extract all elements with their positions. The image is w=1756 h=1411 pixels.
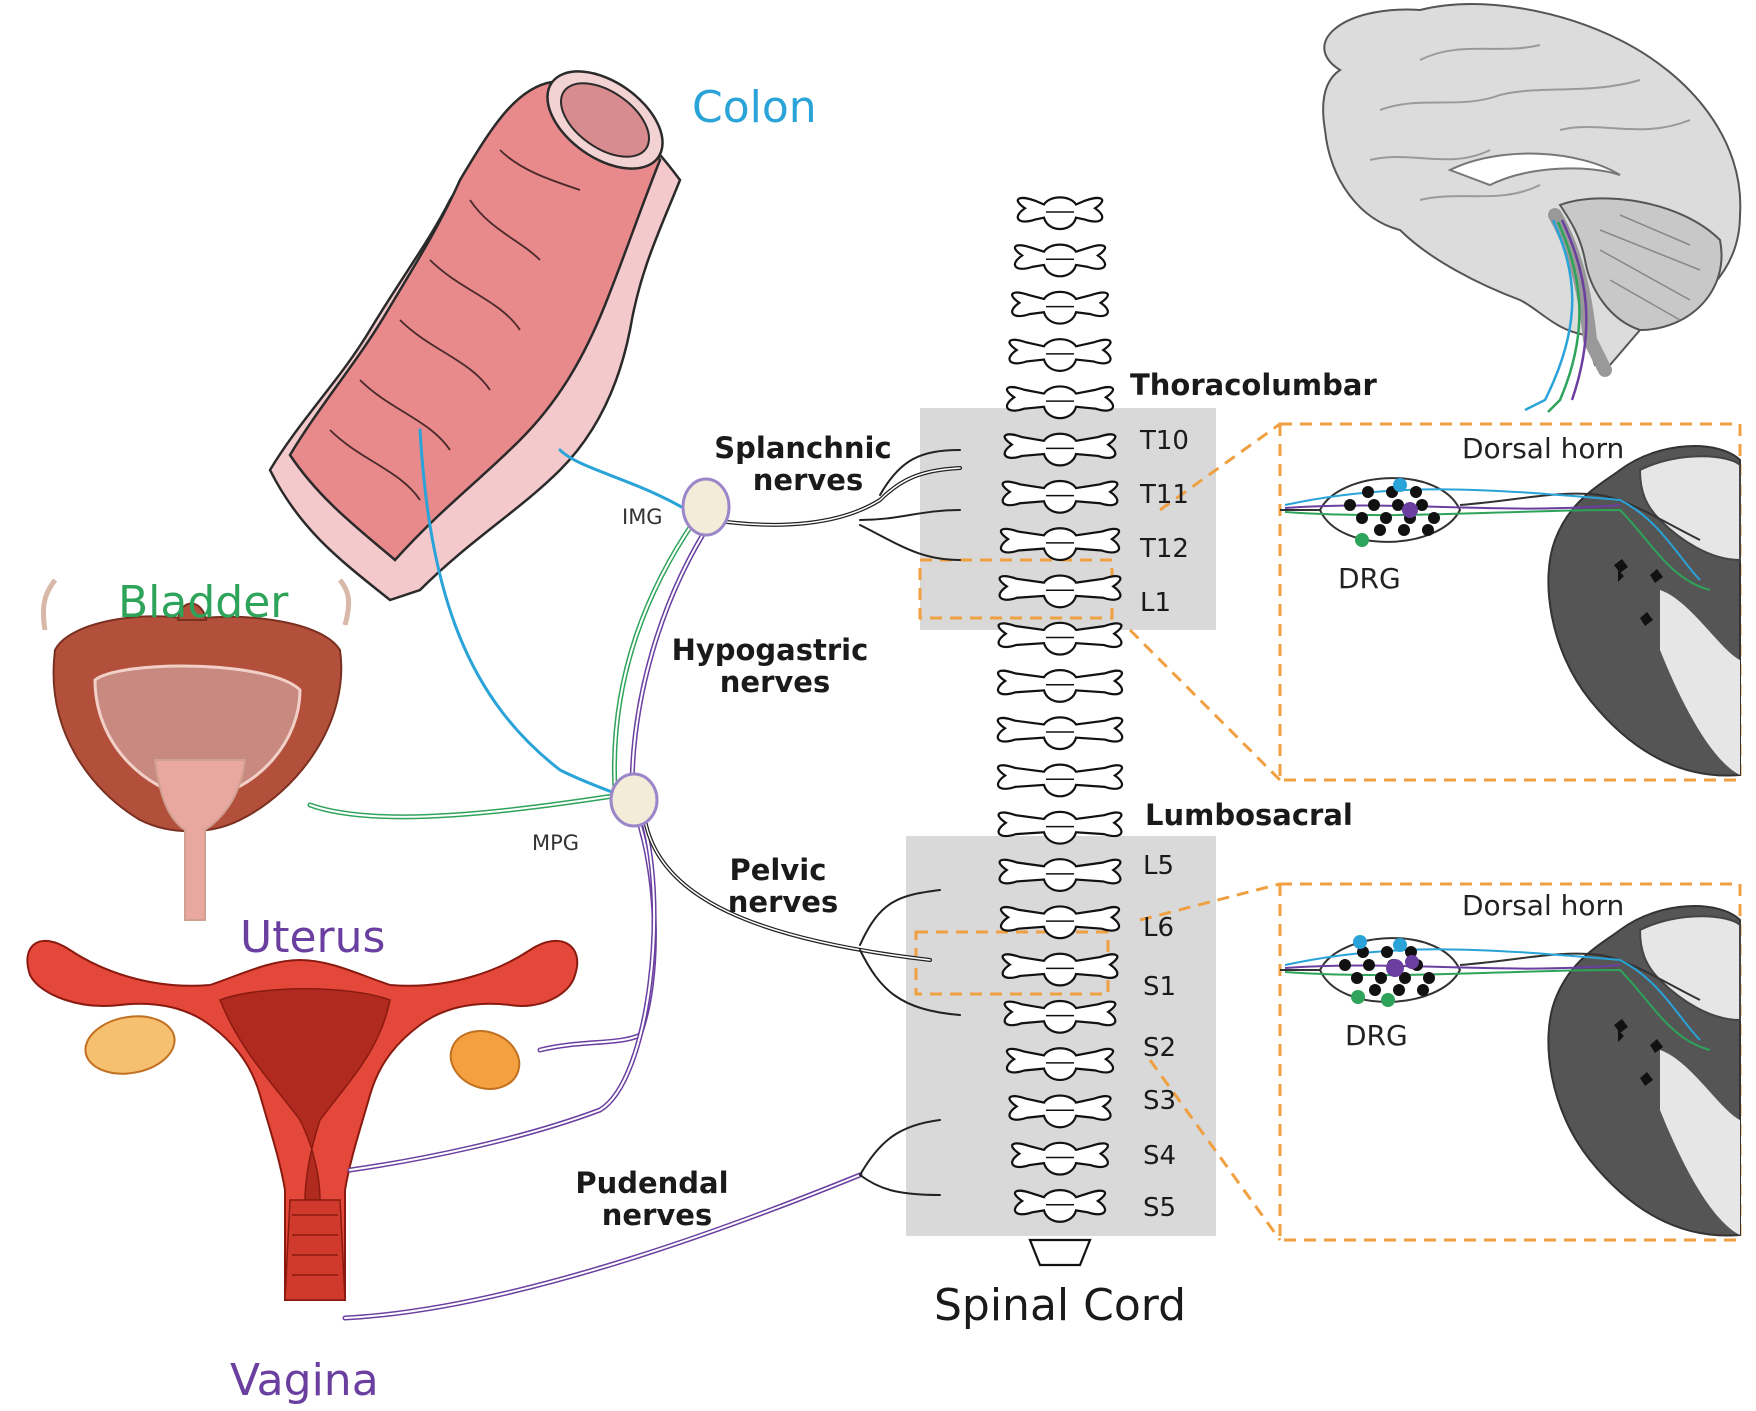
uterus-label: Uterus [240,912,385,963]
vertebra [1009,339,1110,371]
pudendal-nerves-label: Pudendal nerves [575,1166,738,1232]
level-label: T12 [1139,534,1189,564]
lumbosacral-label: Lumbosacral [1145,798,1353,832]
level-label: S2 [1143,1033,1176,1063]
uterus-illustration [27,941,577,1300]
img-label: IMG [622,505,663,529]
vertebra [1012,292,1108,324]
vertebra [1018,197,1102,229]
pelvic-nerves-label: Pelvic nerves [728,853,838,919]
level-label: L1 [1140,588,1171,618]
vertebra [998,765,1122,797]
vertebra [998,717,1122,749]
bladder-illustration [43,580,348,920]
level-label: L6 [1143,913,1174,943]
thoracolumbar-label: Thoracolumbar [1130,368,1377,402]
mpg-ganglion [611,774,657,826]
level-label: L5 [1143,851,1174,881]
drg-label-top: DRG [1338,562,1401,595]
hypogastric-nerves-label: Hypogastric nerves [672,633,879,699]
brain-illustration [1323,4,1740,412]
level-label: S3 [1143,1086,1176,1116]
level-label: T10 [1139,426,1189,456]
level-label: T11 [1139,480,1189,510]
spinal-cord-label: Spinal Cord [934,1280,1186,1331]
vagina-label: Vagina [230,1355,379,1406]
vertebra [1015,245,1105,277]
img-ganglion [683,479,729,535]
level-label: S1 [1143,972,1176,1002]
vertebra [998,670,1122,702]
bladder-label: Bladder [118,577,289,628]
dorsal-horn-label-bottom: Dorsal horn [1462,889,1624,922]
drg-label-bottom: DRG [1345,1019,1408,1052]
dorsal-horn-label-top: Dorsal horn [1462,432,1624,465]
level-label: S5 [1143,1193,1176,1223]
colon-illustration [270,52,680,600]
splanchnic-nerves-label: Splanchnic nerves [714,431,902,497]
sacrum-tip [1030,1240,1090,1265]
level-label: S4 [1143,1141,1176,1171]
colon-label: Colon [692,82,817,133]
mpg-label: MPG [532,831,579,855]
vertebral-column [998,197,1122,1265]
vertebra [999,623,1122,655]
